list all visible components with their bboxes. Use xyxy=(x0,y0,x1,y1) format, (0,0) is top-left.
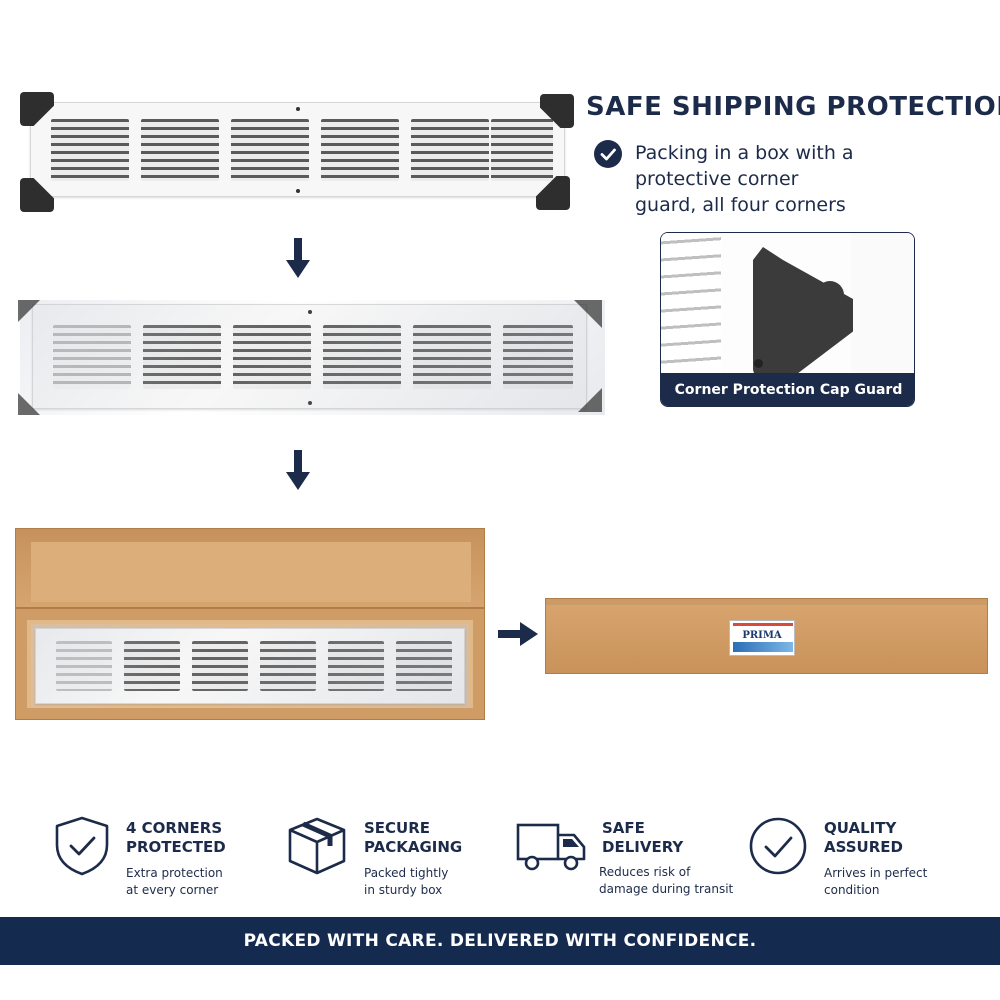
feature-safe-delivery: SAFE DELIVERY Reduces risk of damage dur… xyxy=(516,815,756,905)
description-line: protective corner xyxy=(635,168,799,190)
feature-title: QUALITY xyxy=(824,819,897,837)
feature-secure-packaging: SECURE PACKAGING Packed tightly in sturd… xyxy=(286,815,506,905)
corner-guard-card: Corner Protection Cap Guard xyxy=(660,232,915,407)
card-caption: Corner Protection Cap Guard xyxy=(661,373,914,406)
description-line: Packing in a box with a xyxy=(635,142,854,164)
feature-title: SAFE xyxy=(602,819,645,837)
box-label: PRIMA xyxy=(729,620,795,656)
feature-title: 4 CORNERS xyxy=(126,819,223,837)
corner-guard-image xyxy=(661,233,914,373)
feature-title: SECURE xyxy=(364,819,431,837)
down-arrow-icon xyxy=(286,450,310,492)
circle-check-icon xyxy=(749,817,807,875)
vent-grille xyxy=(30,102,565,197)
closed-shipping-box: PRIMA xyxy=(545,598,988,674)
feature-title: PACKAGING xyxy=(364,838,463,856)
feature-text: in sturdy box xyxy=(364,883,443,897)
description-line: guard, all four corners xyxy=(635,194,846,216)
footer-banner: PACKED WITH CARE. DELIVERED WITH CONFIDE… xyxy=(0,917,1000,965)
package-box-icon xyxy=(288,817,346,875)
feature-text: Arrives in perfect xyxy=(824,866,928,880)
feature-text: at every corner xyxy=(126,883,219,897)
shield-check-icon xyxy=(55,816,109,876)
vent-with-corner-caps xyxy=(18,90,578,215)
check-badge-icon xyxy=(594,140,622,168)
feature-text: Reduces risk of xyxy=(599,865,691,879)
delivery-truck-icon xyxy=(516,823,586,871)
open-box-with-vent xyxy=(15,528,485,720)
page-title: SAFE SHIPPING PROTECTION xyxy=(586,92,1000,122)
feature-text: damage during transit xyxy=(599,882,734,896)
feature-title: ASSURED xyxy=(824,838,903,856)
description: Packing in a box with a protective corne… xyxy=(635,140,885,218)
feature-quality-assured: QUALITY ASSURED Arrives in perfect condi… xyxy=(748,815,978,905)
feature-text: Packed tightly xyxy=(364,866,449,880)
feature-corners-protected: 4 CORNERS PROTECTED Extra protection at … xyxy=(52,815,272,905)
right-arrow-icon xyxy=(498,622,540,646)
feature-text: condition xyxy=(824,883,880,897)
feature-title: DELIVERY xyxy=(602,838,684,856)
feature-title: PROTECTED xyxy=(126,838,226,856)
wrapped-vent xyxy=(12,300,605,415)
down-arrow-icon xyxy=(286,238,310,280)
feature-text: Extra protection xyxy=(126,866,223,880)
box-label-text: PRIMA xyxy=(742,630,782,641)
